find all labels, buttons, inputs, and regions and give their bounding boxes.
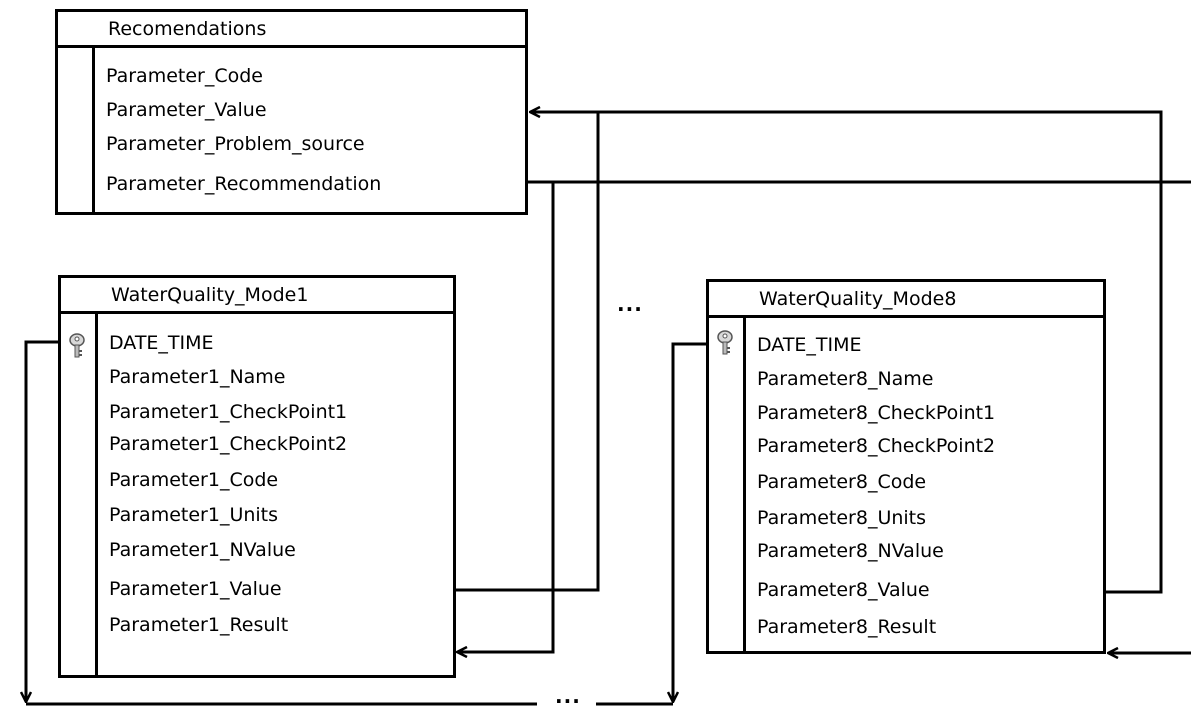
line-mode1-value-to-rec-value <box>455 112 600 592</box>
field-parameter8-name: Parameter8_Name <box>757 368 934 390</box>
ellipsis-top: ... <box>617 292 643 316</box>
waterquality-mode8-table: WaterQuality_Mode8 DATE_TIME Parameter8_… <box>706 279 1106 654</box>
field-parameter8-result: Parameter8_Result <box>757 616 937 638</box>
field-parameter-code: Parameter_Code <box>106 65 263 87</box>
field-parameter8-nvalue: Parameter8_NValue <box>757 540 944 562</box>
field-parameter1-value: Parameter1_Value <box>109 578 282 600</box>
line-mode1-datetime-down <box>26 340 58 702</box>
field-parameter-value: Parameter_Value <box>106 99 267 121</box>
table-header: WaterQuality_Mode8 <box>709 282 1103 318</box>
field-date-time: DATE_TIME <box>109 332 214 354</box>
key-icon <box>717 330 733 355</box>
field-parameter1-nvalue: Parameter1_NValue <box>109 539 296 561</box>
table-title: Recomendations <box>108 18 267 40</box>
field-parameter-problem-source: Parameter_Problem_source <box>106 133 365 155</box>
field-parameter8-checkpoint1: Parameter8_CheckPoint1 <box>757 402 996 424</box>
table-header: Recomendations <box>58 12 525 48</box>
field-parameter1-result: Parameter1_Result <box>109 614 289 636</box>
field-parameter8-value: Parameter8_Value <box>757 579 930 601</box>
table-title: WaterQuality_Mode1 <box>111 284 309 306</box>
recommendations-table: Recomendations Parameter_Code Parameter_… <box>55 9 528 215</box>
table-gutter <box>58 48 95 212</box>
line-rec-to-mode1-result <box>457 182 555 652</box>
line-mode8-datetime-down <box>673 342 709 702</box>
field-parameter1-checkpoint1: Parameter1_CheckPoint1 <box>109 401 348 423</box>
field-parameter1-code: Parameter1_Code <box>109 469 279 491</box>
field-date-time: DATE_TIME <box>757 334 862 356</box>
key-icon <box>69 333 85 358</box>
ellipsis-bottom: ... <box>555 684 581 708</box>
field-parameter8-checkpoint2: Parameter8_CheckPoint2 <box>757 435 996 457</box>
field-parameter8-units: Parameter8_Units <box>757 507 927 529</box>
table-gutter <box>709 318 746 651</box>
field-parameter1-name: Parameter1_Name <box>109 366 286 388</box>
field-parameter-recommendation: Parameter_Recommendation <box>106 173 382 195</box>
field-parameter8-code: Parameter8_Code <box>757 471 927 493</box>
table-gutter <box>61 314 98 675</box>
field-parameter1-checkpoint2: Parameter1_CheckPoint2 <box>109 433 348 455</box>
waterquality-mode1-table: WaterQuality_Mode1 DATE_TIME Parameter1_… <box>58 275 456 678</box>
line-mode8-value-to-rec-value <box>530 112 1163 594</box>
table-title: WaterQuality_Mode8 <box>759 288 957 310</box>
field-parameter1-units: Parameter1_Units <box>109 504 279 526</box>
table-header: WaterQuality_Mode1 <box>61 278 453 314</box>
